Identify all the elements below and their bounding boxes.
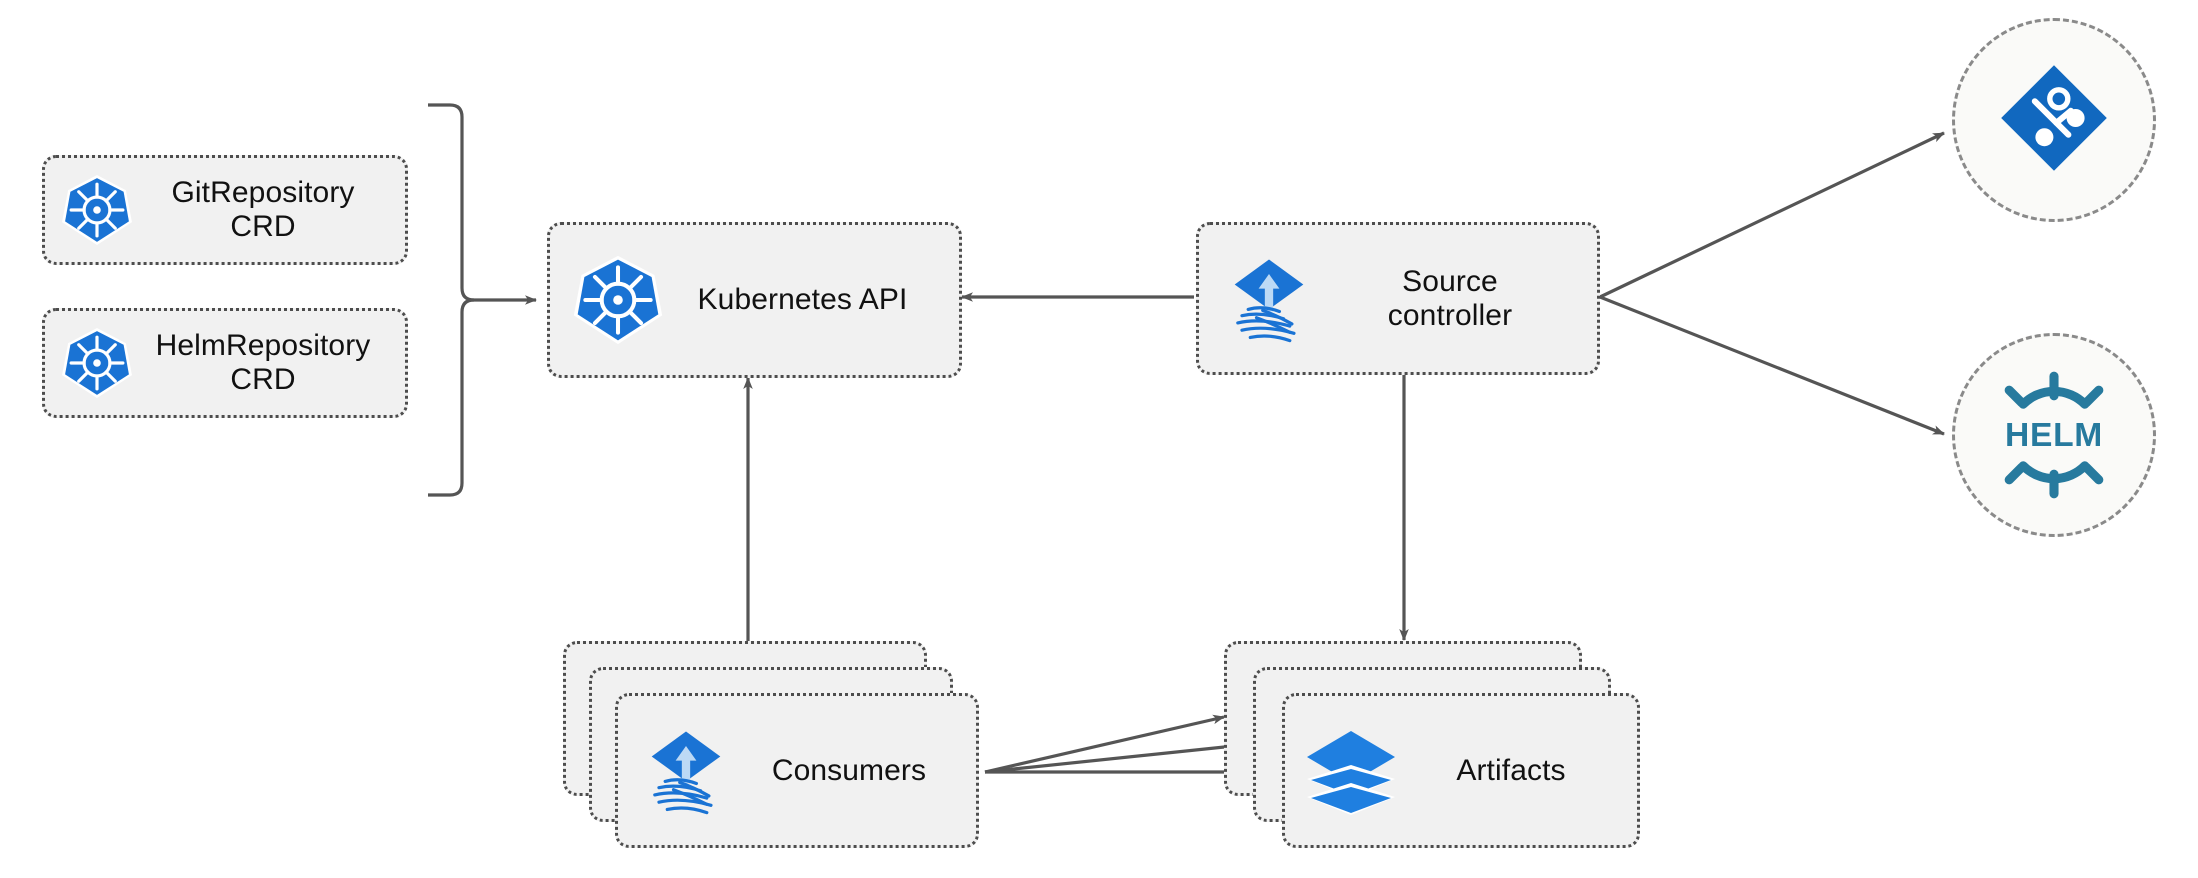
consumers-node[interactable]: Consumers [615,693,979,848]
gitrepository-crd-label: GitRepository CRD [171,176,355,243]
crd-group-bracket [428,103,475,497]
edge-consumers-to-artifacts-2 [984,740,1254,774]
source-controller-node[interactable]: Source controller [1196,222,1600,375]
edge-source-controller-to-helm [1599,295,1945,436]
edge-source-controller-to-git [1599,131,1945,299]
kubernetes-icon [59,325,135,401]
consumers-label: Consumers [771,753,927,787]
kubernetes-icon [570,252,666,348]
helm-wordmark: HELM [2005,417,2103,454]
kubernetes-api-node[interactable]: Kubernetes API [547,222,962,378]
gitrepository-crd-node[interactable]: GitRepository CRD [42,155,408,265]
git-icon [1994,58,2114,183]
layers-icon [1301,721,1401,821]
git-endpoint[interactable] [1952,18,2156,222]
helmrepository-crd-label: HelmRepository CRD [155,329,371,396]
artifacts-node[interactable]: Artifacts [1282,693,1640,848]
source-controller-label: Source controller [1387,264,1513,332]
artifacts-label: Artifacts [1456,753,1566,787]
flux-icon [1217,247,1321,351]
edge-consumers-to-artifacts-1 [984,714,1225,774]
kubernetes-icon [59,172,135,248]
helmrepository-crd-node[interactable]: HelmRepository CRD [42,308,408,418]
helm-endpoint[interactable]: HELM [1952,333,2156,537]
flux-icon [634,719,738,823]
kubernetes-api-label: Kubernetes API [697,283,908,317]
helm-icon: HELM [1984,365,2124,505]
